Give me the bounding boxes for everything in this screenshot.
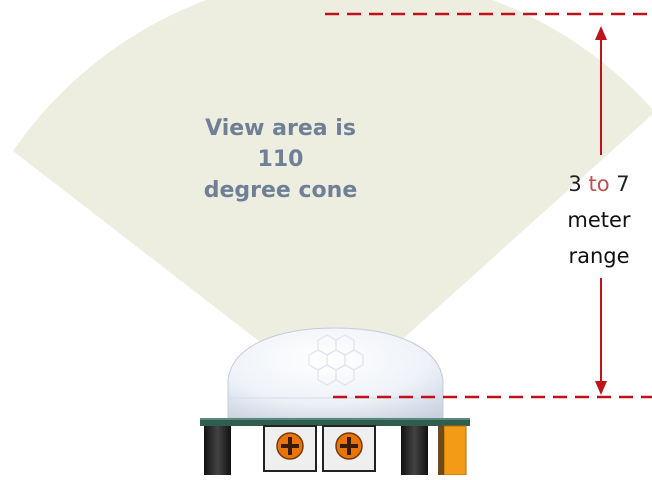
range-min: 3 [568, 172, 582, 196]
cone-label: View area is 110 degree cone [188, 113, 373, 206]
range-label: 3 to 7 meter range [549, 166, 649, 274]
arrow-head-up [595, 26, 607, 40]
range-label-line3: range [568, 244, 630, 268]
header-pin-orange [443, 425, 467, 476]
range-label-line2: meter [567, 208, 631, 232]
range-max: 7 [616, 172, 630, 196]
cone-label-line2: degree cone [203, 178, 358, 203]
arrow-head-down [595, 381, 607, 395]
trimpot-time-delay [322, 425, 376, 472]
header-pin-edge [438, 426, 444, 475]
range-to: to [581, 172, 617, 196]
range-dimension-arrow [595, 26, 607, 395]
cone-label-line1: View area is 110 [205, 116, 356, 172]
trimpot-sensitivity [263, 425, 317, 472]
header-pin-left [204, 426, 231, 475]
view-cone [13, 0, 652, 400]
range-label-line1: 3 to 7 [549, 166, 649, 202]
fresnel-honeycomb [308, 334, 364, 386]
pcb-board [200, 418, 470, 426]
header-pin-right [401, 426, 428, 475]
